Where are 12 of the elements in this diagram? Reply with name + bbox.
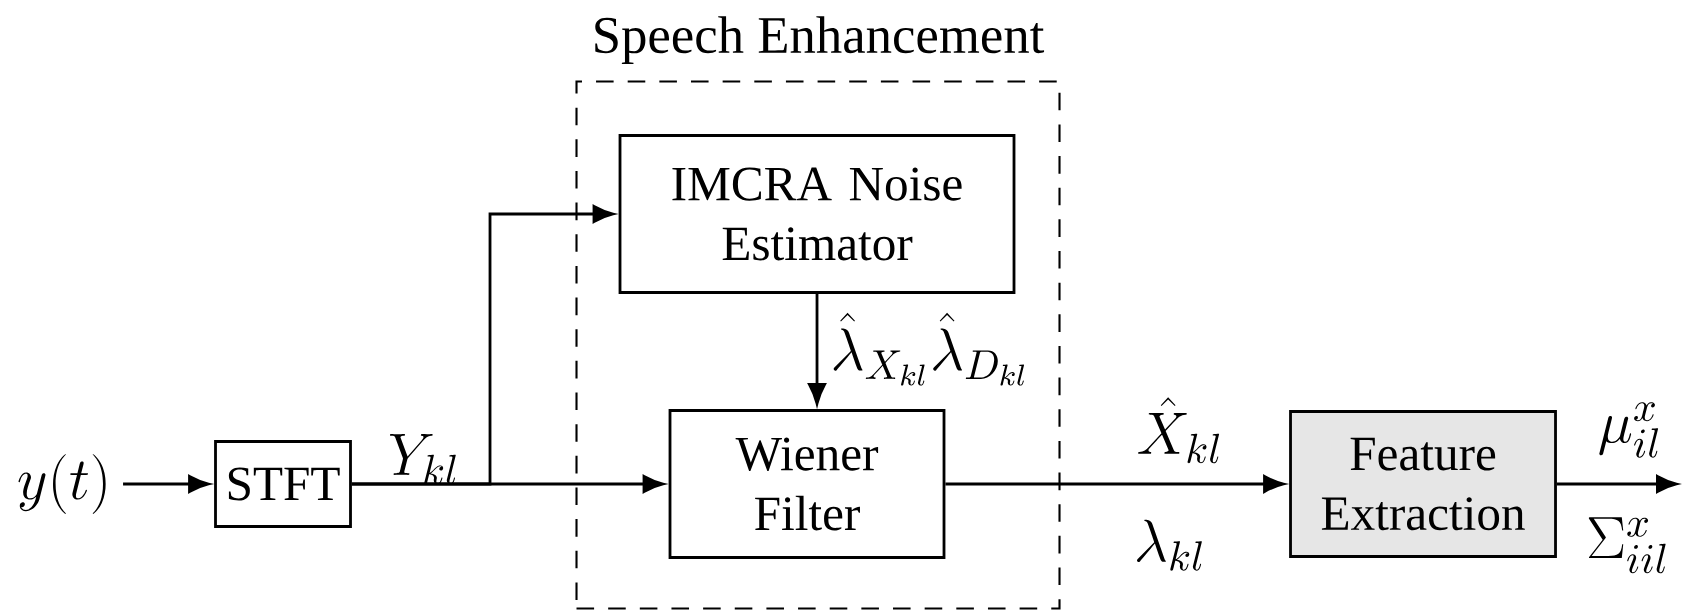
edge-label: $\mu^{x}_{il}$ [1599, 402, 1659, 458]
process-box: Feature Extraction [1289, 410, 1557, 558]
signal-label: $\lambda_{kl}$ [1137, 519, 1202, 571]
edge-label: $Y_{kl}$ [389, 434, 456, 485]
signal-label: $\Sigma^{x}_{iil}$ [1588, 517, 1666, 574]
process-box: IMCRA Noise Estimator [618, 134, 1016, 294]
node-label: Speech Enhancement [595, 16, 1045, 65]
edge-label: $\hat{\lambda}_{X_{kl}}\hat{\lambda}_{D_{kl}}$ [833, 312, 1025, 386]
signal-label: $y(t)$ [18, 454, 106, 514]
edge-label: $\hat{X}_{kl}$ [1138, 397, 1220, 464]
process-box: Wiener Filter [668, 409, 946, 559]
process-box: STFT [214, 440, 352, 528]
